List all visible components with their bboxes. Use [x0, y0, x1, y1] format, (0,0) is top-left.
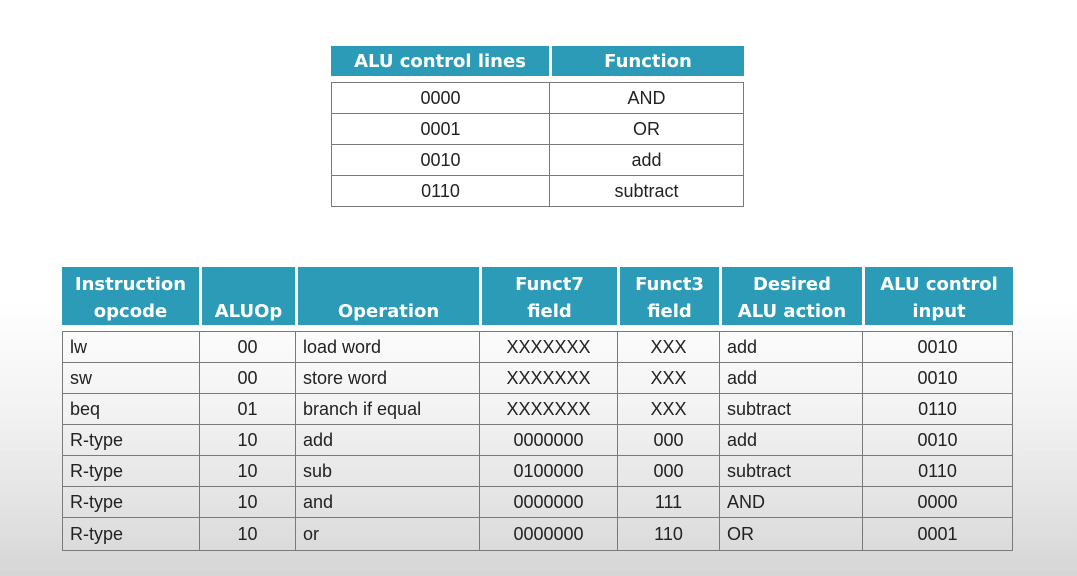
table-cell: 0110: [331, 175, 549, 207]
table-cell: 0000000: [479, 517, 617, 551]
table-cell: add: [719, 331, 862, 362]
table-cell: XXXXXXX: [479, 393, 617, 424]
table-cell: XXX: [617, 331, 719, 362]
column-header-funct7: Funct7 field: [479, 267, 617, 331]
table-cell: add: [719, 424, 862, 455]
table-cell: and: [295, 486, 479, 517]
table-cell: 00: [199, 331, 295, 362]
table-cell: 0100000: [479, 455, 617, 486]
table-cell: XXX: [617, 362, 719, 393]
column-header-funct3: Funct3 field: [617, 267, 719, 331]
table-row: 0010 add: [331, 144, 744, 175]
table-cell: subtract: [549, 175, 744, 207]
table-cell: 0001: [862, 517, 1013, 551]
table-cell: 0001: [331, 113, 549, 144]
table-cell: AND: [549, 82, 744, 113]
table-cell: sw: [62, 362, 199, 393]
table-cell: 01: [199, 393, 295, 424]
column-header-desired-alu-action: Desired ALU action: [719, 267, 862, 331]
table-row: 0110 subtract: [331, 175, 744, 207]
column-header-alu-control-input: ALU control input: [862, 267, 1013, 331]
column-header-operation: Operation: [295, 267, 479, 331]
table-cell: 0010: [331, 144, 549, 175]
table-cell: branch if equal: [295, 393, 479, 424]
table-cell: 0000000: [479, 424, 617, 455]
table-cell: 10: [199, 486, 295, 517]
table-cell: OR: [549, 113, 744, 144]
table-cell: 00: [199, 362, 295, 393]
table-row: sw 00 store word XXXXXXX XXX add 0010: [62, 362, 1013, 393]
column-header: ALU control lines: [331, 46, 549, 82]
table-cell: XXXXXXX: [479, 331, 617, 362]
table-cell: subtract: [719, 455, 862, 486]
alu-control-lines-table: ALU control lines Function 0000 AND 0001…: [331, 46, 744, 207]
table-cell: 0010: [862, 362, 1013, 393]
table-cell: sub: [295, 455, 479, 486]
table-cell: 0010: [862, 424, 1013, 455]
table-cell: 0010: [862, 331, 1013, 362]
table-row: R-type 10 sub 0100000 000 subtract 0110: [62, 455, 1013, 486]
table-cell: 0110: [862, 455, 1013, 486]
column-header-aluop: ALUOp: [199, 267, 295, 331]
table-cell: 111: [617, 486, 719, 517]
table-cell: 0000: [862, 486, 1013, 517]
table-cell: add: [549, 144, 744, 175]
table-cell: store word: [295, 362, 479, 393]
table-cell: 110: [617, 517, 719, 551]
table-cell: subtract: [719, 393, 862, 424]
table-header-row: ALU control lines Function: [331, 46, 744, 82]
table-cell: 000: [617, 455, 719, 486]
table-row: R-type 10 add 0000000 000 add 0010: [62, 424, 1013, 455]
table-cell: lw: [62, 331, 199, 362]
table-row: beq 01 branch if equal XXXXXXX XXX subtr…: [62, 393, 1013, 424]
table-cell: 0110: [862, 393, 1013, 424]
table-cell: 10: [199, 455, 295, 486]
table-cell: load word: [295, 331, 479, 362]
table-row: lw 00 load word XXXXXXX XXX add 0010: [62, 331, 1013, 362]
table-cell: R-type: [62, 517, 199, 551]
table-cell: AND: [719, 486, 862, 517]
table-header-row: Instruction opcode ALUOp Operation Funct…: [62, 267, 1013, 331]
column-header: Function: [549, 46, 744, 82]
table-cell: 10: [199, 424, 295, 455]
table-cell: R-type: [62, 424, 199, 455]
table-cell: 000: [617, 424, 719, 455]
table-cell: R-type: [62, 455, 199, 486]
table-cell: 10: [199, 517, 295, 551]
table-cell: beq: [62, 393, 199, 424]
table-cell: add: [719, 362, 862, 393]
table-cell: XXX: [617, 393, 719, 424]
table-cell: 0000000: [479, 486, 617, 517]
table-cell: OR: [719, 517, 862, 551]
table-row: 0001 OR: [331, 113, 744, 144]
table-row: R-type 10 and 0000000 111 AND 0000: [62, 486, 1013, 517]
table-cell: R-type: [62, 486, 199, 517]
table-row: R-type 10 or 0000000 110 OR 0001: [62, 517, 1013, 551]
table-cell: or: [295, 517, 479, 551]
alu-opcode-table: Instruction opcode ALUOp Operation Funct…: [62, 267, 1013, 551]
table-cell: add: [295, 424, 479, 455]
table-row: 0000 AND: [331, 82, 744, 113]
table-cell: XXXXXXX: [479, 362, 617, 393]
column-header-instruction-opcode: Instruction opcode: [62, 267, 199, 331]
table-cell: 0000: [331, 82, 549, 113]
